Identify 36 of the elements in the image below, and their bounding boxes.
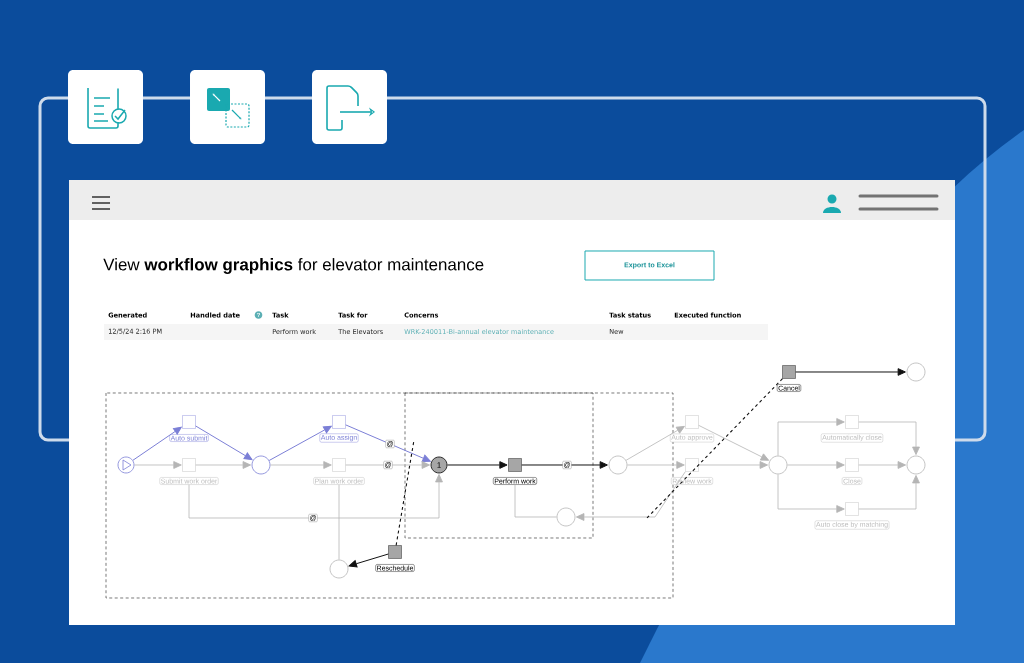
arrow [795,368,906,376]
arrow [348,553,389,568]
arrow [625,426,685,461]
arrow [698,461,768,469]
arrow [698,424,770,461]
dashed-connector [644,378,784,521]
start-event-circle [117,456,135,474]
arrow [195,425,253,461]
arrow [787,461,845,469]
arrow [345,461,430,469]
arrow [777,474,845,513]
event-circle [768,455,788,475]
event-circle [251,455,271,475]
arrow [777,418,845,456]
event-circle [556,507,576,527]
arrow [576,471,686,521]
arrow [188,474,443,519]
arrow [627,461,685,469]
arrow [132,426,182,461]
event-circle [906,455,926,475]
connector-line [514,484,557,518]
arrow [195,461,251,469]
arrow [270,461,332,469]
arrow [858,421,920,455]
arrow [858,475,920,510]
page-title: View workflow graphics for elevator maintenance [103,258,484,274]
arrow [345,424,431,462]
dashed-connector [395,439,415,546]
event-circle [906,362,926,382]
arrow [134,461,182,469]
event-circle [608,455,628,475]
event-circle [329,559,349,579]
arrow [268,425,332,461]
arrow [858,461,906,469]
arrow [446,461,508,469]
arrow [521,461,608,469]
